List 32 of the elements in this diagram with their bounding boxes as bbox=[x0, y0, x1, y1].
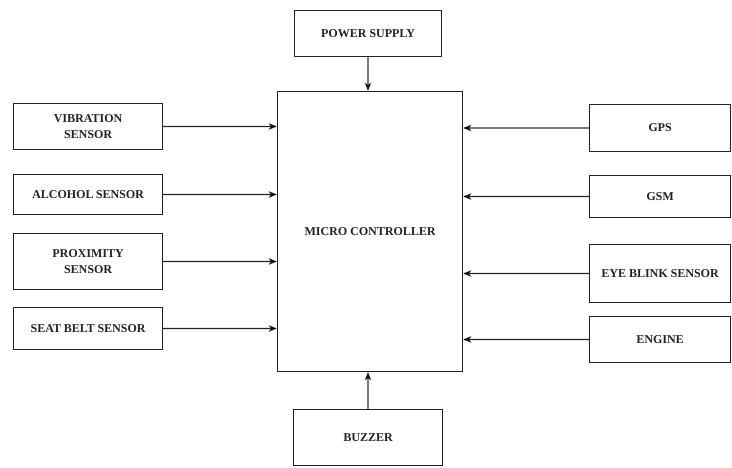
arrow bbox=[163, 325, 277, 332]
block-box bbox=[589, 244, 731, 303]
block-label: EYE BLINK SENSOR bbox=[601, 266, 719, 282]
block-label: GPS bbox=[648, 120, 672, 136]
arrow bbox=[364, 57, 372, 91]
block-label: MICRO CONTROLLER bbox=[304, 224, 436, 240]
block-box bbox=[293, 409, 443, 466]
block-label: GSM bbox=[646, 188, 674, 204]
arrow bbox=[463, 124, 589, 132]
block-label: VIBRATION SENSOR bbox=[52, 110, 124, 142]
arrow bbox=[163, 123, 277, 130]
block-box bbox=[294, 10, 442, 57]
block-label: ENGINE bbox=[636, 332, 684, 348]
block-label: SEAT BELT SENSOR bbox=[30, 320, 146, 336]
block-box bbox=[13, 103, 163, 150]
block-box bbox=[13, 174, 163, 215]
block-box bbox=[589, 316, 731, 363]
block-label: PROXIMITY SENSOR bbox=[51, 246, 125, 278]
arrow bbox=[163, 191, 277, 198]
block-box bbox=[13, 233, 163, 290]
arrow bbox=[463, 193, 589, 200]
block-label: BUZZER bbox=[343, 430, 393, 446]
block-box bbox=[589, 104, 731, 152]
block-box bbox=[589, 175, 731, 218]
block-box bbox=[277, 91, 463, 372]
arrow bbox=[463, 336, 589, 343]
arrow bbox=[364, 372, 372, 409]
arrow bbox=[463, 270, 589, 277]
block-box bbox=[13, 307, 163, 350]
block-label: ALCOHOL SENSOR bbox=[32, 186, 144, 202]
block-label: POWER SUPPLY bbox=[321, 26, 415, 42]
arrow bbox=[163, 258, 277, 265]
